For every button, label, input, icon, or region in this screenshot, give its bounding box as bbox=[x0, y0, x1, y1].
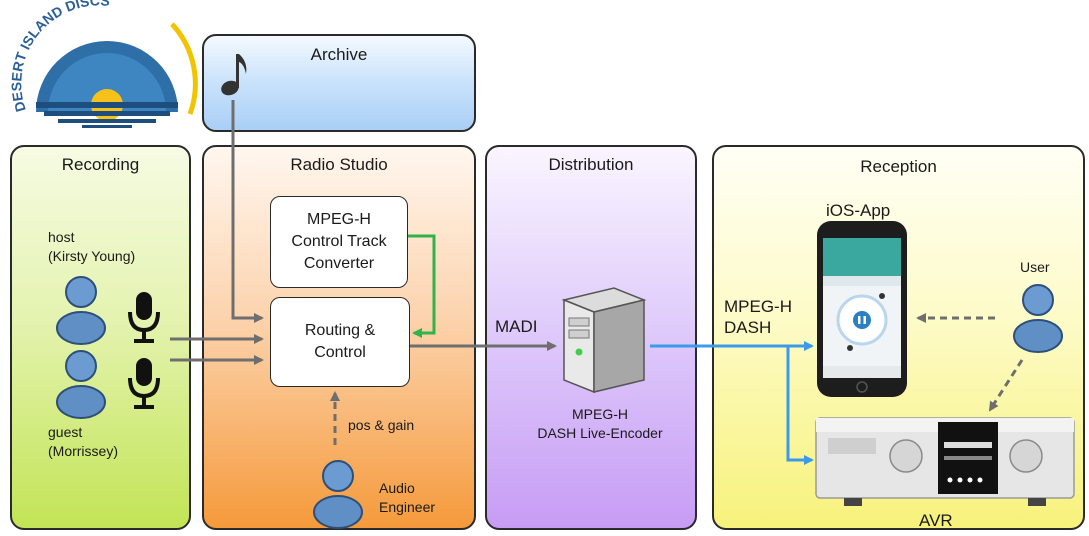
recording-title: Recording bbox=[61, 155, 140, 174]
reception-title: Reception bbox=[860, 157, 937, 176]
person-icon bbox=[312, 456, 364, 529]
person-icon bbox=[55, 272, 107, 345]
mpegh-dash-label: MPEG-H DASH bbox=[724, 297, 792, 337]
microphone-icon bbox=[125, 290, 163, 351]
routing-line-1: Routing & bbox=[304, 322, 376, 339]
user-label: User bbox=[1020, 259, 1050, 275]
routing-line-2: Control bbox=[314, 344, 366, 361]
guest-label: guest (Morrissey) bbox=[48, 424, 118, 459]
audio-engineer-label: Audio Engineer bbox=[379, 480, 436, 515]
user-to-avr-arrow bbox=[988, 359, 1024, 412]
encoder-label: MPEG-H DASH Live-Encoder bbox=[537, 406, 663, 441]
control-track-line-2: Control Track bbox=[291, 233, 387, 250]
control-track-line-1: MPEG-H bbox=[306, 211, 371, 228]
distribution-title: Distribution bbox=[548, 155, 634, 174]
radio-studio-title: Radio Studio bbox=[290, 155, 388, 174]
smartphone-icon bbox=[816, 220, 908, 403]
ios-app-label: iOS-App bbox=[826, 201, 891, 220]
archive-title: Archive bbox=[310, 45, 368, 64]
control-track-line-3: Converter bbox=[303, 255, 375, 272]
pos-gain-label: pos & gain bbox=[348, 417, 415, 433]
server-tower-icon bbox=[556, 282, 648, 401]
archive-to-routing-arrow bbox=[231, 100, 264, 323]
control-track-feedback-arrow bbox=[407, 234, 436, 338]
avr-receiver-icon bbox=[814, 412, 1076, 513]
madi-label: MADI bbox=[495, 317, 538, 336]
desert-island-discs-logo: DESERT ISLAND DISCS bbox=[8, 0, 198, 130]
archive-panel: Archive bbox=[202, 34, 476, 132]
avr-label: AVR bbox=[919, 511, 953, 530]
person-icon bbox=[55, 346, 107, 419]
music-note-icon bbox=[220, 48, 250, 103]
routing-control-box: Routing & Control bbox=[270, 297, 410, 387]
microphone-icon bbox=[125, 356, 163, 417]
dash-to-avr-arrow bbox=[786, 346, 814, 465]
person-icon bbox=[1012, 280, 1064, 353]
control-track-converter-box: MPEG-H Control Track Converter bbox=[270, 196, 408, 288]
host-label: host (Kirsty Young) bbox=[48, 229, 136, 264]
